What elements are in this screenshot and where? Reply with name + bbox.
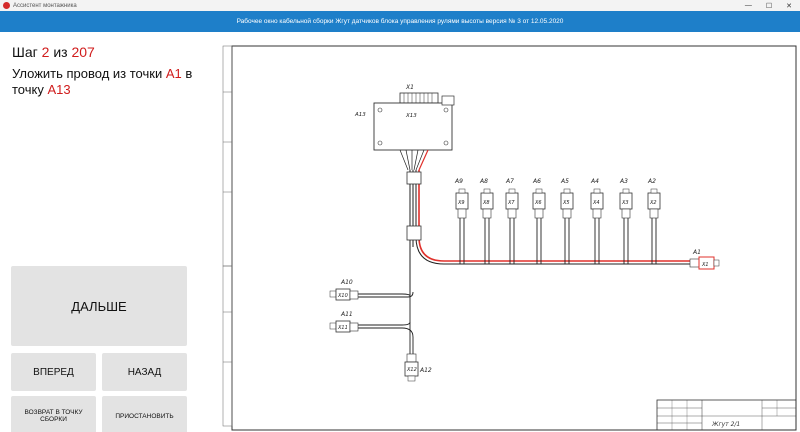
return-to-assembly-button[interactable]: ВОЗВРАТ В ТОЧКУ СБОРКИ (11, 396, 96, 432)
connector-a10-label: X10 (337, 293, 348, 299)
connector-a11-label: X11 (337, 325, 348, 331)
connector-a11[interactable]: A11 X11 (329, 311, 359, 333)
sleeve-marker (406, 225, 422, 241)
connector-a6-point: A6 (532, 178, 541, 185)
back-button[interactable]: НАЗАД (102, 353, 187, 391)
harness-drawing: Жгут 2/1 X1 A13 X13 (222, 32, 800, 432)
connector-a12[interactable]: A12 X12 (404, 353, 432, 382)
window-controls: — ☐ ✕ (745, 2, 800, 10)
connector-a9-label: X9 (457, 200, 465, 206)
step-instruction: Уложить провод из точки A1 в точку A13 (12, 66, 222, 98)
step-separator: из (53, 44, 68, 60)
connector-a12-point: A12 (419, 367, 432, 374)
instruction-to-point: A13 (47, 82, 71, 97)
sheet-side-strip-lower (222, 265, 233, 427)
main-block-point: A13 (354, 112, 366, 118)
connector-a9-point: A9 (454, 178, 463, 185)
instruction-from-point: A1 (165, 66, 182, 81)
connector-a4-label: X4 (592, 200, 600, 206)
connector-a12-label: X12 (406, 367, 417, 373)
step-current: 2 (41, 44, 50, 60)
connector-a1-label: X1 (701, 262, 709, 268)
harness-diagram: Жгут 2/1 X1 A13 X13 (222, 45, 797, 431)
close-button[interactable]: ✕ (786, 2, 792, 10)
window-titlebar: Ассистент монтажника — ☐ ✕ (0, 0, 800, 11)
step-counter: Шаг 2 из 207 (12, 44, 95, 60)
connector-a8-point: A8 (479, 178, 488, 185)
step-prefix: Шаг (12, 44, 38, 60)
connector-a7-point: A7 (505, 178, 514, 185)
connector-a6[interactable]: A6 X6 (532, 178, 546, 219)
forward-button[interactable]: ВПЕРЕД (11, 353, 96, 391)
app-icon (3, 2, 10, 9)
pause-button[interactable]: ПРИОСТАНОВИТЬ (102, 396, 187, 432)
connector-a1[interactable]: A1 X1 (689, 249, 720, 270)
main-block-connector: X13 (405, 113, 417, 119)
connector-a2[interactable]: A2 X2 (647, 178, 661, 219)
connector-a8-label: X8 (482, 200, 490, 206)
connector-a9[interactable]: A9 X9 (454, 178, 469, 219)
header-title: Рабочее окно кабельной сборки Жгут датчи… (236, 18, 564, 25)
connector-a3-point: A3 (619, 178, 628, 185)
branch-wires (459, 218, 657, 264)
highlight-wire-fan (418, 149, 429, 171)
minimize-button[interactable]: — (744, 1, 752, 9)
connector-a5-label: X5 (562, 200, 570, 206)
connector-a1-point: A1 (692, 249, 701, 256)
connector-a10[interactable]: A10 X10 (329, 279, 359, 301)
main-connector-block[interactable]: X1 A13 X13 (354, 84, 455, 151)
connector-a7-label: X7 (507, 200, 515, 206)
connector-a6-label: X6 (534, 200, 542, 206)
step-total: 207 (71, 44, 95, 60)
instruction-middle: в точку (12, 66, 193, 97)
connector-a3-label: X3 (621, 200, 629, 206)
title-block: Жгут 2/1 (656, 399, 797, 431)
main-block-label: X1 (405, 84, 414, 91)
connector-a5[interactable]: A5 X5 (560, 178, 574, 219)
window-title: Ассистент монтажника (13, 2, 77, 9)
connector-a10-point: A10 (340, 279, 353, 286)
connector-a11-point: A11 (340, 311, 353, 318)
connector-a3[interactable]: A3 X3 (619, 178, 633, 219)
connector-a2-point: A2 (647, 178, 656, 185)
instruction-text: Уложить провод из точки (12, 66, 163, 81)
control-panel: Шаг 2 из 207 Уложить провод из точки A1 … (0, 32, 222, 432)
stamp-text: Жгут 2/1 (711, 421, 740, 428)
connector-a2-label: X2 (649, 200, 657, 206)
connector-a8[interactable]: A8 X8 (479, 178, 494, 219)
sheet-side-strip (222, 45, 233, 267)
next-button[interactable]: ДАЛЬШЕ (11, 266, 187, 346)
sleeve-marker (406, 171, 422, 185)
connector-a7[interactable]: A7 X7 (505, 178, 519, 219)
connector-a4-point: A4 (590, 178, 599, 185)
maximize-button[interactable]: ☐ (765, 2, 773, 10)
header-bar: Рабочее окно кабельной сборки Жгут датчи… (0, 11, 800, 32)
connector-a4[interactable]: A4 X4 (590, 178, 604, 219)
connector-a5-point: A5 (560, 178, 569, 185)
